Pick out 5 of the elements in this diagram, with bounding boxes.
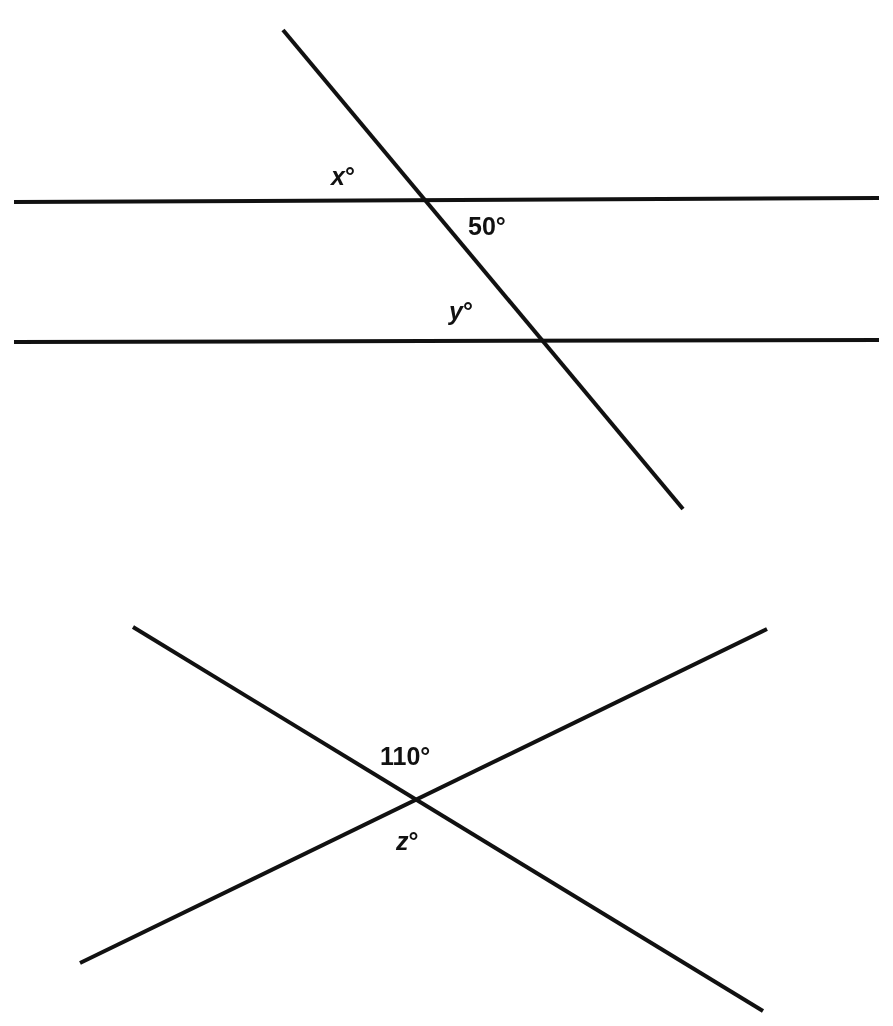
angle-label: 50°: [468, 214, 506, 239]
angle-label: y°: [449, 299, 473, 324]
angle-label: x°: [331, 164, 355, 189]
angle-label: z°: [396, 829, 419, 854]
angle-label: 110°: [380, 744, 431, 769]
